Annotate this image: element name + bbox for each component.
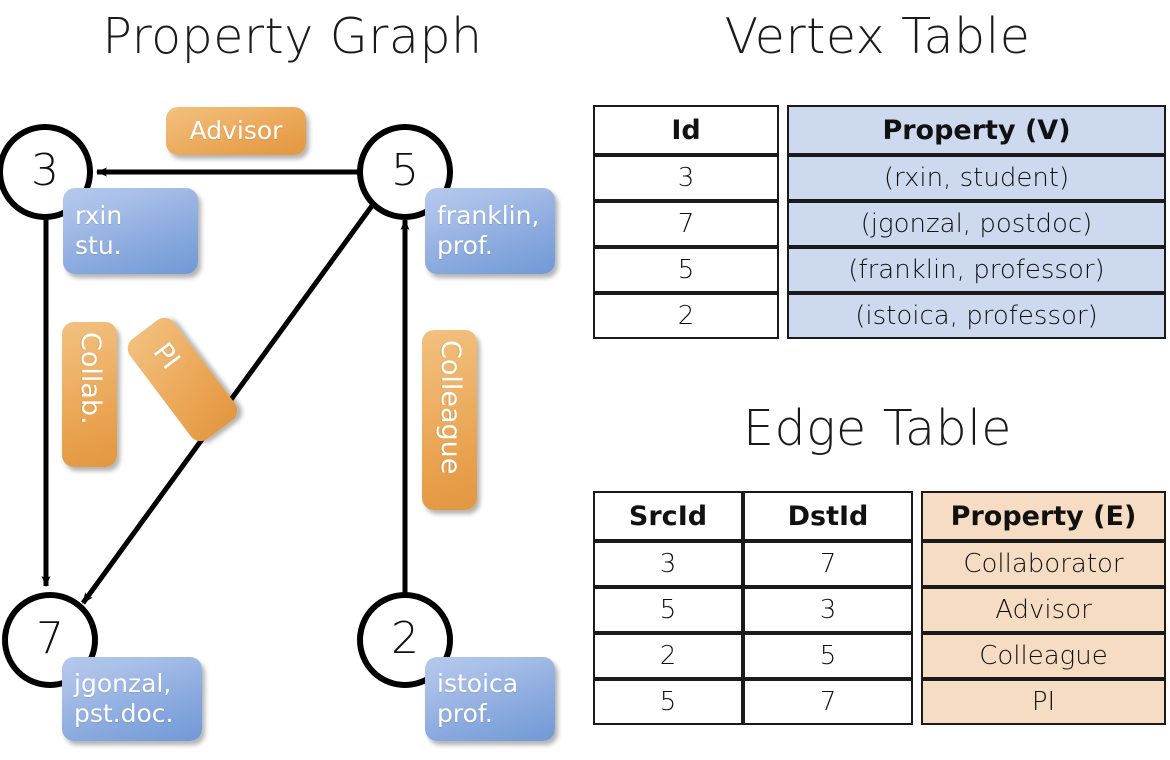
vertex-table-column-gap	[779, 201, 787, 247]
vertex-cell-id: 7	[593, 201, 779, 247]
edge-table-column-gap	[913, 541, 921, 587]
page-title-property-graph: Property Graph	[102, 8, 483, 65]
table-row: 5 7 PI	[593, 679, 1166, 725]
edge-cell-dstid: 3	[743, 587, 913, 633]
edge-table-col-srcid: SrcId	[593, 491, 743, 541]
vertex-table: Id Property (V) 3 (rxin, student) 7 (jgo…	[593, 105, 1166, 339]
edge-label-chip-colleague: Colleague	[422, 330, 477, 510]
edge-label-chip-advisor: Advisor	[166, 107, 306, 155]
edge-table-header-row: SrcId DstId Property (E)	[593, 491, 1166, 541]
edge-cell-srcid: 3	[593, 541, 743, 587]
table-row: 7 (jgonzal, postdoc)	[593, 201, 1166, 247]
edge-cell-property: Colleague	[921, 633, 1166, 679]
vertex-table-column-gap	[779, 105, 787, 155]
edge-cell-dstid: 7	[743, 679, 913, 725]
vertex-table-column-gap	[779, 247, 787, 293]
vertex-cell-property: (jgonzal, postdoc)	[787, 201, 1166, 247]
page-title-edge-table: Edge Table	[743, 400, 1012, 457]
vertex-property-chip-2-text: istoica prof.	[437, 668, 519, 729]
table-row: 3 (rxin, student)	[593, 155, 1166, 201]
edge-cell-dstid: 5	[743, 633, 913, 679]
edge-table-col-property: Property (E)	[921, 491, 1166, 541]
vertex-property-chip-5: franklin, prof.	[425, 188, 555, 274]
graph-node-label-7: 7	[36, 613, 64, 664]
vertex-table-col-property: Property (V)	[787, 105, 1166, 155]
edge-cell-property: Collaborator	[921, 541, 1166, 587]
table-row: 2 (istoica, professor)	[593, 293, 1166, 339]
edge-table-col-dstid: DstId	[743, 491, 913, 541]
vertex-table-column-gap	[779, 155, 787, 201]
graph-node-label-2: 2	[391, 613, 419, 664]
vertex-property-chip-3: rxin stu.	[63, 188, 198, 274]
vertex-cell-id: 2	[593, 293, 779, 339]
vertex-cell-property: (istoica, professor)	[787, 293, 1166, 339]
vertex-cell-id: 5	[593, 247, 779, 293]
vertex-property-chip-3-text: rxin stu.	[75, 200, 123, 261]
vertex-table-header-row: Id Property (V)	[593, 105, 1166, 155]
table-row: 2 5 Colleague	[593, 633, 1166, 679]
edge-label-chip-collab: Collab.	[62, 322, 117, 467]
vertex-cell-property: (franklin, professor)	[787, 247, 1166, 293]
vertex-cell-id: 3	[593, 155, 779, 201]
edge-cell-srcid: 5	[593, 679, 743, 725]
edge-label-chip-colleague-text: Colleague	[434, 340, 466, 475]
edge-table-column-gap	[913, 633, 921, 679]
vertex-property-chip-7-text: jgonzal, pst.doc.	[74, 668, 174, 729]
graph-node-label-3: 3	[31, 145, 59, 196]
page-title-vertex-table: Vertex Table	[724, 8, 1031, 65]
edge-cell-srcid: 5	[593, 587, 743, 633]
vertex-property-chip-2: istoica prof.	[425, 657, 555, 741]
vertex-table-col-id: Id	[593, 105, 779, 155]
edge-label-chip-collab-text: Collab.	[74, 332, 106, 425]
table-row: 5 3 Advisor	[593, 587, 1166, 633]
edge-table-column-gap	[913, 491, 921, 541]
vertex-table-column-gap	[779, 293, 787, 339]
table-row: 3 7 Collaborator	[593, 541, 1166, 587]
edge-table-column-gap	[913, 587, 921, 633]
edge-cell-property: PI	[921, 679, 1166, 725]
vertex-property-chip-5-text: franklin, prof.	[437, 200, 540, 261]
edge-label-chip-advisor-text: Advisor	[189, 115, 283, 145]
edge-table-column-gap	[913, 679, 921, 725]
edge-cell-srcid: 2	[593, 633, 743, 679]
vertex-cell-property: (rxin, student)	[787, 155, 1166, 201]
table-row: 5 (franklin, professor)	[593, 247, 1166, 293]
edge-cell-dstid: 7	[743, 541, 913, 587]
graph-node-label-5: 5	[391, 145, 419, 196]
edge-table: SrcId DstId Property (E) 3 7 Collaborato…	[593, 491, 1166, 725]
vertex-property-chip-7: jgonzal, pst.doc.	[62, 657, 202, 741]
edge-cell-property: Advisor	[921, 587, 1166, 633]
